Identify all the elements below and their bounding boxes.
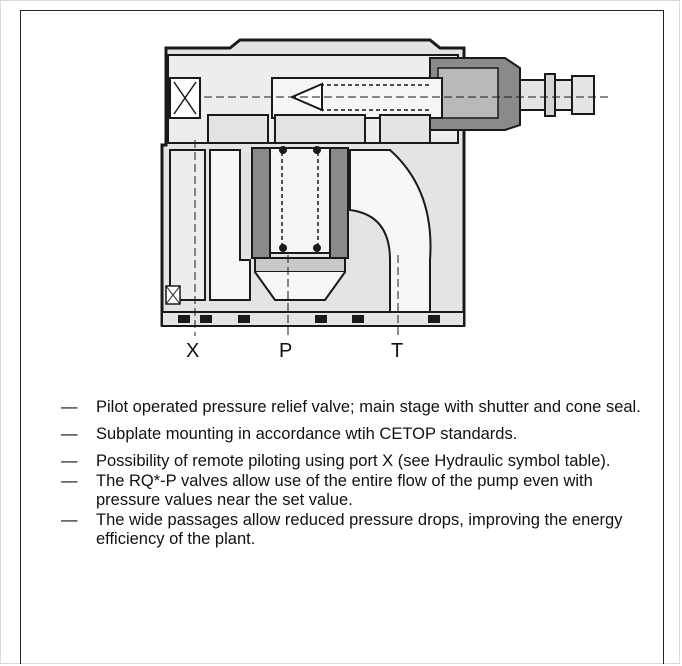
main-sleeve-right — [329, 147, 349, 259]
dash-marker: — — [61, 511, 78, 529]
feature-text: The wide passages allow reduced pressure… — [96, 511, 623, 548]
dash-marker: — — [61, 425, 78, 443]
dash-marker: — — [61, 472, 78, 490]
feature-text: Possibility of remote piloting using por… — [96, 452, 611, 470]
main-poppet — [269, 147, 331, 254]
feature-item: — The wide passages allow reduced pressu… — [61, 511, 646, 549]
base-plate — [161, 311, 465, 327]
feature-list: — Pilot operated pressure relief valve; … — [61, 398, 646, 557]
port-label-p: P — [279, 340, 293, 362]
feature-item: — Possibility of remote piloting using p… — [61, 452, 646, 471]
dash-marker: — — [61, 452, 78, 470]
feature-text: The RQ*-P valves allow use of the entire… — [96, 472, 593, 509]
feature-item: — The RQ*-P valves allow use of the enti… — [61, 472, 646, 510]
valve-cross-section-drawing — [160, 38, 610, 336]
main-sleeve-left — [251, 147, 271, 259]
feature-item: — Pilot operated pressure relief valve; … — [61, 398, 646, 417]
content-box — [20, 10, 664, 664]
port-label-x: X — [186, 340, 200, 362]
feature-item: — Subplate mounting in accordance wtih C… — [61, 425, 646, 444]
dash-marker: — — [61, 398, 78, 416]
adjustment-nut — [571, 75, 595, 115]
feature-text: Subplate mounting in accordance wtih CET… — [96, 425, 518, 443]
feature-text: Pilot operated pressure relief valve; ma… — [96, 398, 641, 416]
port-label-t: T — [391, 340, 404, 362]
